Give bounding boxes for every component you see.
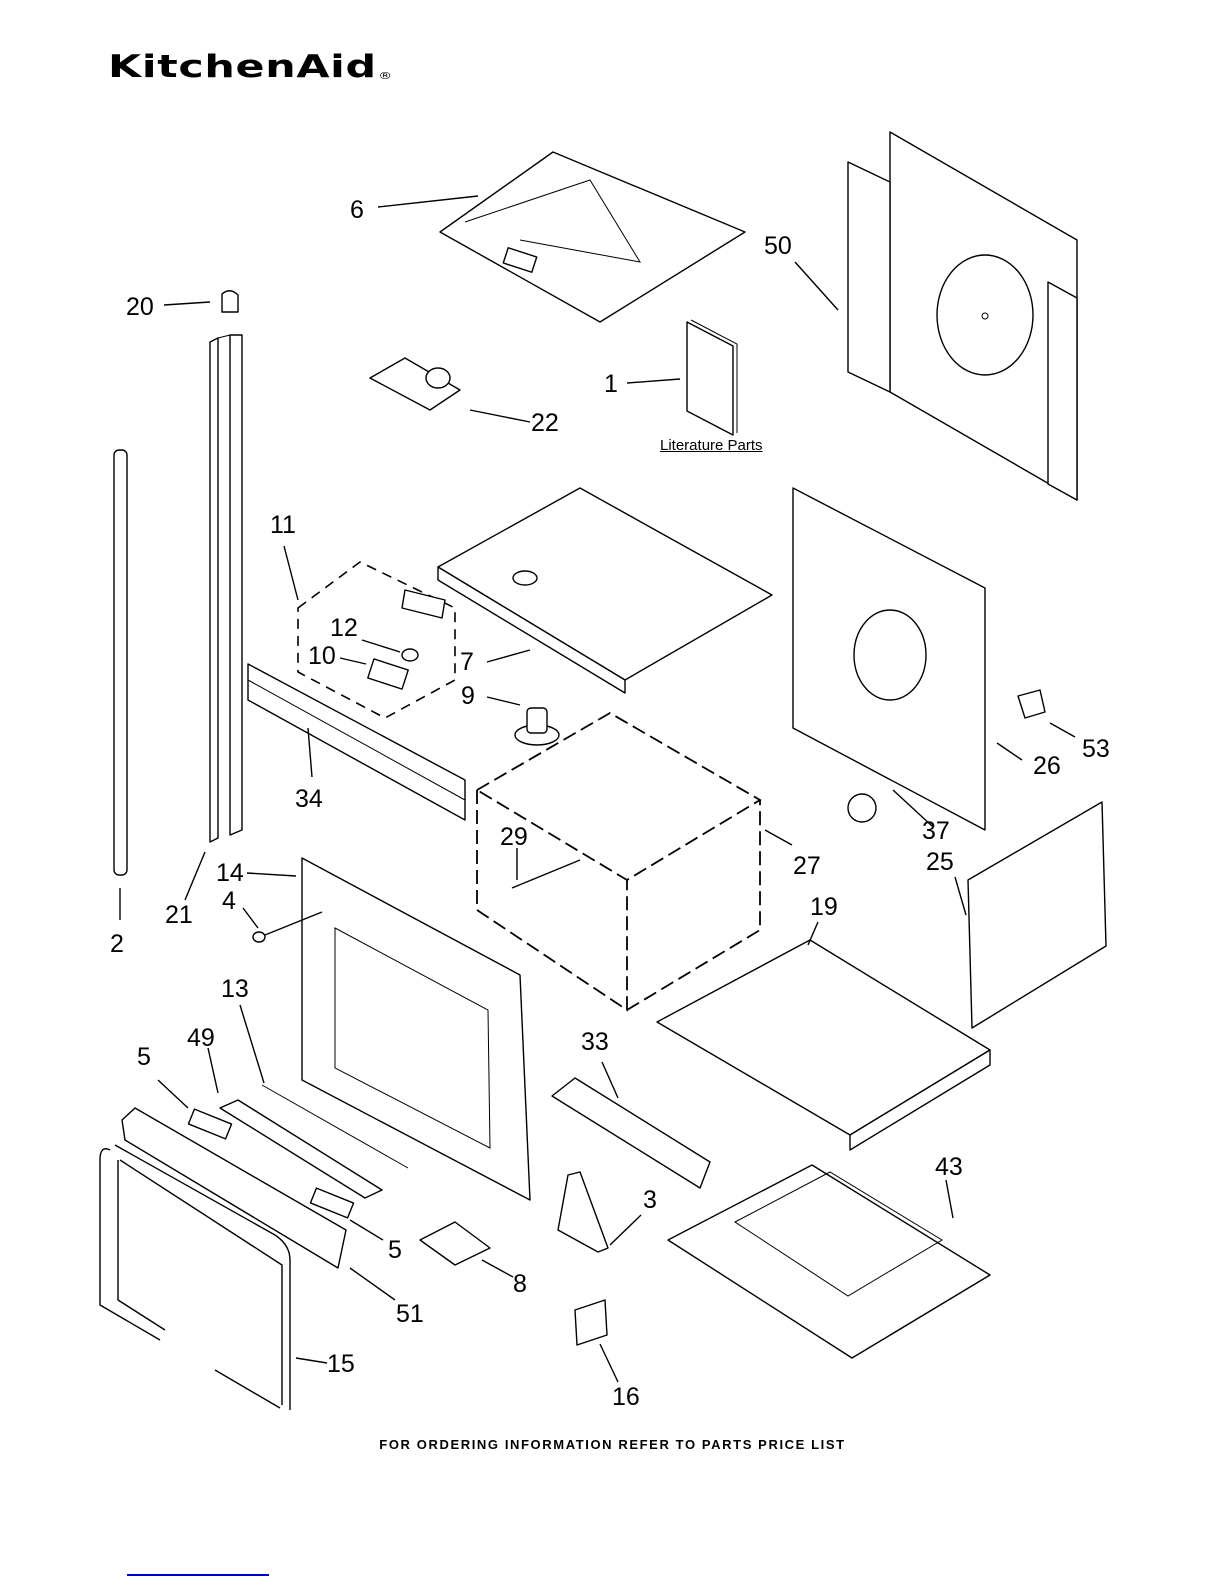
part-11-light-kit-outline [298,562,455,718]
part-2-rod [114,450,127,875]
part-11-socket [402,590,445,618]
callout-16: 16 [612,1385,640,1410]
callout-20: 20 [126,295,154,320]
callout-25: 25 [926,850,954,875]
callout-11: 11 [270,513,296,538]
callout-12: 12 [330,616,358,641]
part-20-cap [222,291,238,312]
part-1-literature [687,320,737,435]
callout-4: 4 [222,889,236,914]
callout-37: 37 [922,819,950,844]
part-14-front-frame [302,858,530,1200]
part-34-vent-strip [248,664,465,820]
part-21-side-trim [210,335,242,842]
callout-51: 51 [396,1302,424,1327]
part-27-oven-cavity [477,713,760,1010]
part-22-switch [370,358,460,410]
part-10-lens [368,659,408,689]
ordering-info-footer: FOR ORDERING INFORMATION REFER TO PARTS … [0,1437,1225,1452]
callout-27: 27 [793,854,821,879]
callout-2: 2 [110,932,124,957]
callout-49: 49 [187,1026,215,1051]
part-8-plate [420,1222,490,1265]
callout-14: 14 [216,861,244,886]
callout-50: 50 [764,234,792,259]
callout-19: 19 [810,895,838,920]
part-33-bracket [552,1078,710,1188]
callout-7: 7 [460,650,474,675]
part-19-bottom-panel [657,940,990,1150]
part-16-clip [575,1300,607,1345]
callout-22: 22 [531,411,559,436]
callout-5-upper: 5 [137,1045,151,1070]
part-12-bulb [402,649,418,661]
callout-34: 34 [295,787,323,812]
part-43-bottom-tray [668,1165,990,1358]
callout-6: 6 [350,198,364,223]
callout-5-lower: 5 [388,1238,402,1263]
callout-21: 21 [165,903,193,928]
part-29-sensor [512,860,580,888]
callout-3: 3 [643,1188,657,1213]
part-25-side-panel [968,802,1106,1028]
callout-33: 33 [581,1030,609,1055]
callout-43: 43 [935,1155,963,1180]
part-3-hinge-bracket [558,1172,608,1252]
callout-15: 15 [327,1352,355,1377]
callout-29: 29 [500,825,528,850]
callout-9: 9 [461,684,475,709]
callout-13: 13 [221,977,249,1002]
callout-10: 10 [308,644,336,669]
part-37-thermostat [848,794,876,822]
callout-26: 26 [1033,754,1061,779]
callout-8: 8 [513,1272,527,1297]
part-6-vent-shroud [440,152,745,322]
callout-53: 53 [1082,737,1110,762]
callout-1: 1 [604,372,618,397]
part-9-fan-motor [515,708,559,745]
part-50-rear-panel [848,132,1077,500]
part-26-rear-wall [793,488,985,830]
part-5-block-top [188,1109,231,1139]
part-53-clip [1018,690,1045,718]
literature-parts-label: Literature Parts [660,437,763,454]
bottom-hyperlink-underline[interactable] [127,1574,269,1576]
